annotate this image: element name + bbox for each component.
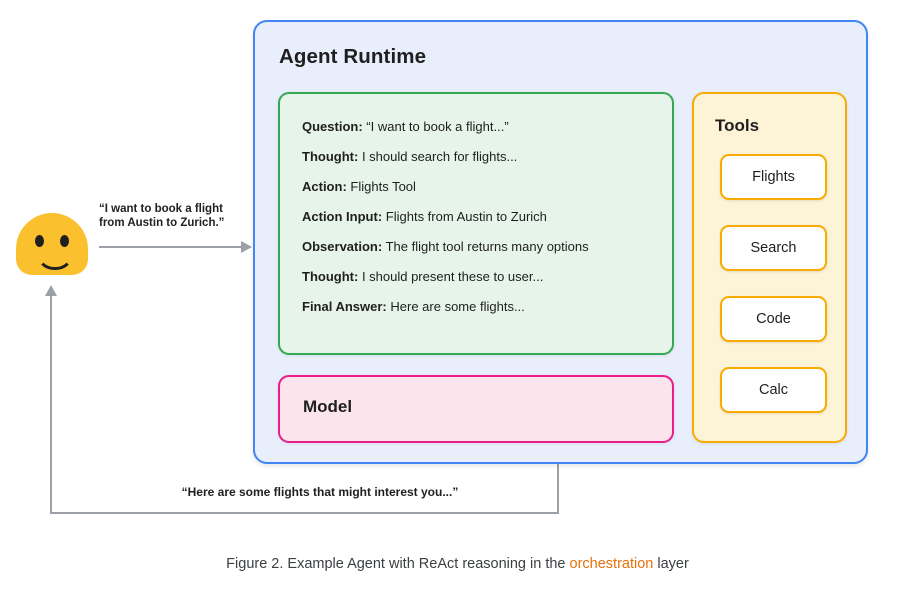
trace-line-key: Question:: [302, 119, 363, 134]
trace-line-key: Thought:: [302, 149, 359, 164]
tool-button-flights[interactable]: Flights: [720, 154, 827, 200]
trace-line-value: Here are some flights...: [390, 299, 525, 314]
caption-highlight: orchestration: [569, 556, 654, 572]
trace-line-value: “I want to book a flight...”: [366, 119, 509, 134]
tool-button-label: Search: [750, 240, 797, 256]
trace-line-key: Action Input:: [302, 209, 383, 224]
trace-line: Action Input: Flights from Austin to Zur…: [302, 202, 652, 232]
response-arrow-segment-left: [50, 512, 559, 514]
trace-line-key: Action:: [302, 179, 347, 194]
agent-response-label: “Here are some flights that might intere…: [181, 485, 459, 499]
figure-caption: Figure 2. Example Agent with ReAct reaso…: [0, 556, 915, 572]
trace-line-value: Flights Tool: [350, 179, 416, 194]
trace-line: Thought: I should present these to user.…: [302, 262, 652, 292]
react-trace-panel: Question: “I want to book a flight...” T…: [278, 92, 674, 355]
trace-line-key: Thought:: [302, 269, 359, 284]
avatar-smile: [36, 247, 74, 270]
trace-line-key: Observation:: [302, 239, 383, 254]
trace-line: Action: Flights Tool: [302, 172, 652, 202]
tools-list: Flights Search Code Calc: [720, 154, 827, 413]
tools-panel: Tools Flights Search Code Calc: [692, 92, 847, 443]
tool-button-calc[interactable]: Calc: [720, 367, 827, 413]
response-arrow-segment-up: [50, 296, 52, 513]
tool-button-label: Calc: [758, 382, 788, 398]
trace-line: Thought: I should search for flights...: [302, 142, 652, 172]
tool-button-label: Code: [756, 311, 791, 327]
trace-line-key: Final Answer:: [302, 299, 387, 314]
response-arrow-head-icon: [45, 285, 57, 296]
model-label: Model: [303, 397, 353, 416]
tools-title: Tools: [715, 116, 760, 135]
tool-button-search[interactable]: Search: [720, 225, 827, 271]
request-arrow-head-icon: [241, 241, 252, 253]
trace-line-value: I should present these to user...: [361, 269, 544, 284]
trace-line-value: I should search for flights...: [361, 149, 518, 164]
caption-prefix: Figure 2. Example Agent with ReAct reaso…: [226, 556, 570, 572]
tool-button-label: Flights: [752, 169, 795, 185]
avatar-eye-right: [60, 235, 69, 247]
avatar-eye-left: [35, 235, 44, 247]
agent-runtime-container: Agent Runtime Question: “I want to book …: [253, 20, 868, 464]
trace-line: Observation: The flight tool returns man…: [302, 232, 652, 262]
model-panel: Model: [278, 375, 674, 443]
trace-line-value: The flight tool returns many options: [385, 239, 589, 254]
trace-line: Question: “I want to book a flight...”: [302, 112, 652, 142]
caption-suffix: layer: [653, 556, 689, 572]
agent-runtime-title: Agent Runtime: [279, 45, 427, 68]
smiley-face-avatar: [16, 213, 88, 275]
response-arrow-segment-down: [557, 464, 559, 514]
trace-line: Final Answer: Here are some flights...: [302, 292, 652, 322]
tool-button-code[interactable]: Code: [720, 296, 827, 342]
request-arrow-line: [99, 246, 243, 248]
user-request-label: “I want to book a flight from Austin to …: [99, 203, 225, 229]
trace-line-value: Flights from Austin to Zurich: [385, 209, 547, 224]
